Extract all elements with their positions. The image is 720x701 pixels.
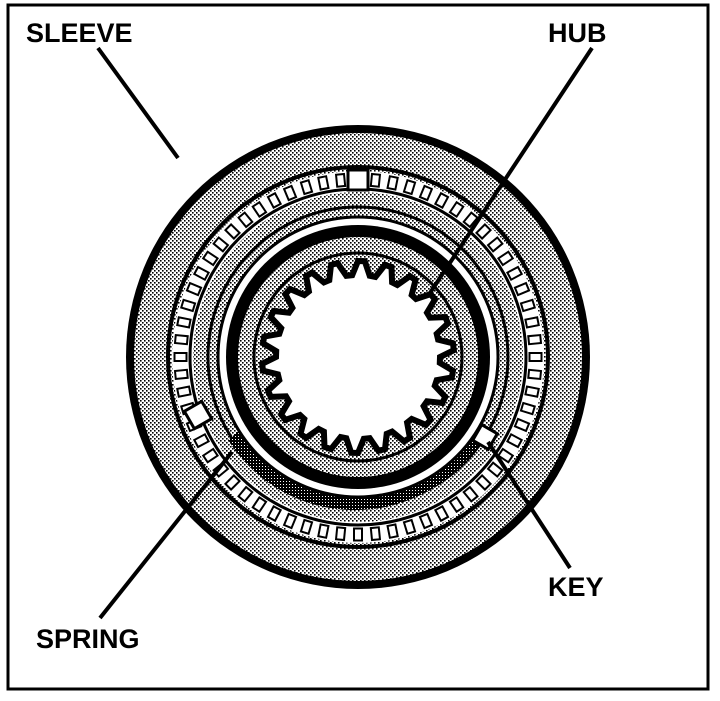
key-leader-line xyxy=(486,440,572,570)
sleeve-slot xyxy=(513,417,531,433)
sleeve-slot xyxy=(418,512,434,530)
sleeve-slot xyxy=(386,523,399,539)
sleeve-slot xyxy=(486,461,504,478)
sleeve-slot xyxy=(486,236,504,253)
sleeve-slot xyxy=(266,505,283,523)
sleeve-slot xyxy=(528,352,543,362)
hub-label: HUB xyxy=(548,18,607,48)
sleeve-slot xyxy=(448,495,465,514)
sleeve-slot xyxy=(317,523,330,539)
sleeve-slot xyxy=(176,385,192,398)
sleeve-slot xyxy=(317,175,330,191)
sleeve-leader-line xyxy=(96,46,180,160)
sleeve-slot xyxy=(475,474,492,491)
sleeve-slot xyxy=(299,178,314,196)
sleeve-slot xyxy=(282,184,298,202)
sleeve-slot xyxy=(519,401,537,416)
sleeve-slot xyxy=(185,281,203,297)
sleeve-slot xyxy=(334,172,347,188)
sleeve-inner-line xyxy=(166,165,550,549)
sleeve-slot xyxy=(386,175,399,191)
sleeve-slot xyxy=(251,200,268,219)
sleeve-slot xyxy=(418,184,434,202)
key-right xyxy=(470,422,500,452)
sleeve-slot xyxy=(192,265,210,282)
figure-border xyxy=(6,3,710,691)
sleeve-slot xyxy=(212,236,230,253)
sleeve-slot xyxy=(369,526,382,542)
sleeve-slot xyxy=(496,447,515,464)
spring-label: SPRING xyxy=(36,624,140,654)
spring-leader-line xyxy=(98,450,234,620)
sleeve-slot xyxy=(433,191,450,209)
sleeve-slot xyxy=(353,527,363,542)
hub-inner-line xyxy=(252,251,464,463)
sleeve-slot xyxy=(369,172,382,188)
sleeve-slot xyxy=(334,526,347,542)
sleeve-slot xyxy=(496,250,515,267)
sleeve-slot xyxy=(524,385,540,398)
sleeve-slot xyxy=(506,432,524,449)
sleeve-slot xyxy=(519,298,537,313)
sleeve-slot xyxy=(475,223,492,240)
sleeve-slot xyxy=(282,512,298,530)
spring-arc xyxy=(228,430,478,511)
sleeve-label: SLEEVE xyxy=(26,18,133,48)
sleeve-slot xyxy=(237,211,254,229)
hub-splined-bore xyxy=(258,257,458,457)
sleeve-slot xyxy=(402,518,417,536)
sleeve-slot xyxy=(176,316,192,329)
sleeve-slot xyxy=(237,485,254,503)
sleeve-slot xyxy=(173,352,188,362)
sleeve-slot xyxy=(179,298,197,313)
synchronizer-assembly xyxy=(126,125,590,589)
sleeve-slot xyxy=(224,223,241,240)
sleeve-slot xyxy=(462,211,479,229)
sleeve-slot xyxy=(173,368,189,381)
sleeve-slot xyxy=(524,316,540,329)
sleeve-slot xyxy=(402,178,417,196)
sleeve-slot xyxy=(266,191,283,209)
sleeve-slot xyxy=(299,518,314,536)
sleeve-slot xyxy=(192,432,210,449)
sleeve-slot xyxy=(433,505,450,523)
sleeve-slot xyxy=(527,333,543,346)
key-top xyxy=(346,168,370,192)
sleeve-slot xyxy=(527,368,543,381)
key-label: KEY xyxy=(548,572,604,602)
key-left xyxy=(182,399,214,431)
sleeve-slot xyxy=(224,474,241,491)
sleeve-slot xyxy=(506,265,524,282)
sleeve-slot xyxy=(462,485,479,503)
sleeve-slot xyxy=(201,447,220,464)
sleeve-slot xyxy=(513,281,531,297)
sleeve-slot xyxy=(201,250,220,267)
hub-leader-line xyxy=(426,46,594,298)
sleeve-slot xyxy=(448,200,465,219)
sleeve-slot xyxy=(251,495,268,514)
sleeve-slot xyxy=(173,333,189,346)
